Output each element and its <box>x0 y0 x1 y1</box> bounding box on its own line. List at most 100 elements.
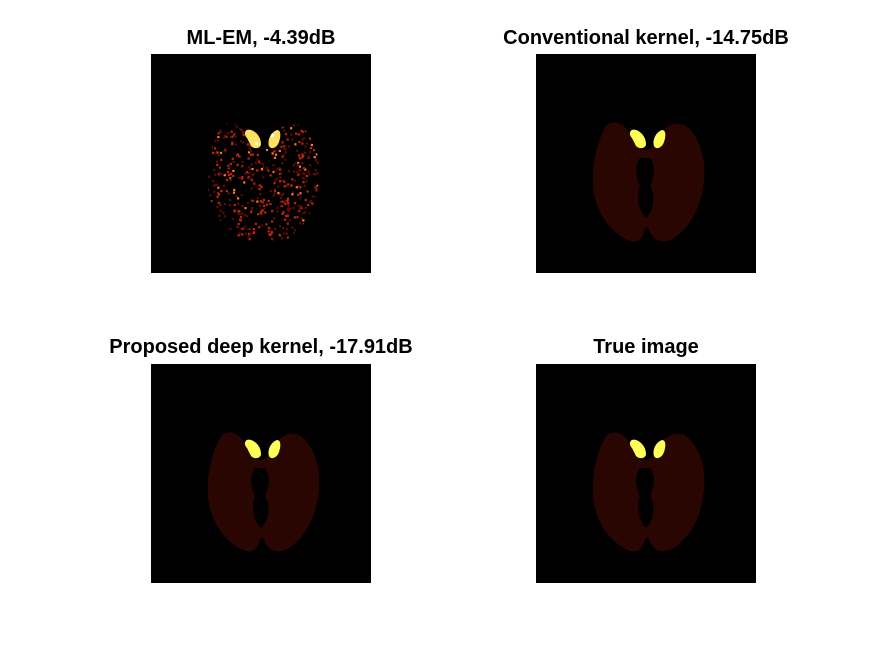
noise-speckle <box>304 198 307 202</box>
noise-speckle <box>269 174 272 177</box>
noise-speckle <box>240 177 244 180</box>
right-striatum-hotspot <box>653 440 666 459</box>
noise-speckle <box>259 184 262 187</box>
noise-speckle <box>293 179 296 182</box>
noise-speckle <box>217 132 220 135</box>
noise-speckle <box>215 183 218 186</box>
noise-speckle <box>314 186 317 189</box>
noise-speckle <box>263 207 266 210</box>
noise-speckle <box>300 129 303 132</box>
left-striatum-hotspot <box>629 129 646 149</box>
noise-speckle <box>294 202 297 205</box>
striatum-hotspots <box>629 439 666 459</box>
noise-speckle <box>291 138 294 141</box>
noise-speckle <box>251 153 254 156</box>
noise-speckle <box>309 147 312 150</box>
noise-speckle <box>275 153 278 156</box>
noise-speckle <box>241 130 244 133</box>
noise-speckle <box>241 227 244 230</box>
bright-speckle <box>271 134 274 137</box>
noise-speckle <box>250 163 253 166</box>
noise-speckle <box>244 172 247 175</box>
noise-speckle <box>267 226 271 230</box>
noise-speckle <box>299 205 302 208</box>
noise-speckle <box>314 159 317 162</box>
noise-speckle <box>278 180 281 183</box>
right-striatum-hotspot <box>653 130 666 149</box>
noise-speckle <box>303 172 306 175</box>
noise-speckle <box>299 197 302 200</box>
noise-speckle <box>217 201 220 204</box>
noise-speckle <box>257 213 260 216</box>
noise-speckle <box>281 227 284 230</box>
noise-speckle <box>247 157 250 160</box>
noise-speckle <box>230 172 233 175</box>
noise-speckle <box>217 186 220 189</box>
noise-speckle <box>246 215 249 218</box>
noise-speckle <box>260 224 263 227</box>
noise-speckle <box>225 122 228 124</box>
noise-speckle <box>229 198 232 202</box>
panel-image-proposed-deep-kernel <box>151 364 371 583</box>
noise-speckle <box>305 175 308 178</box>
noise-speckle <box>306 190 309 193</box>
noise-speckle <box>233 211 236 214</box>
noise-speckle <box>309 199 312 203</box>
noise-speckle <box>304 129 307 133</box>
noise-speckle <box>214 139 217 142</box>
noise-speckle <box>301 142 304 145</box>
noise-speckle <box>220 130 223 134</box>
noise-speckle <box>297 193 300 196</box>
noise-speckle <box>280 145 283 148</box>
noise-speckle <box>223 174 226 177</box>
noise-speckle <box>316 172 319 175</box>
noise-speckle <box>236 163 239 167</box>
noise-speckle <box>216 139 219 142</box>
noise-speckle <box>235 195 238 198</box>
noise-speckle <box>287 169 290 173</box>
noise-speckle <box>223 134 226 137</box>
noise-speckle <box>233 133 236 136</box>
proposed-deep-kernel-image <box>151 364 371 583</box>
noise-speckle <box>212 180 215 183</box>
noise-speckle <box>269 234 272 237</box>
noise-speckle <box>272 194 275 197</box>
noise-speckle <box>251 207 254 210</box>
noise-speckle <box>300 207 303 210</box>
noise-speckle <box>248 144 251 148</box>
noise-speckle <box>296 163 300 166</box>
noise-speckle <box>218 174 221 177</box>
noise-speckle <box>237 222 240 226</box>
noise-speckle <box>270 232 273 235</box>
noise-speckle <box>216 206 219 209</box>
noise-speckle <box>281 162 284 165</box>
noise-speckle <box>283 129 286 132</box>
noise-speckle <box>233 204 236 207</box>
noise-speckle <box>262 198 265 201</box>
noise-speckle <box>273 189 277 193</box>
noise-speckle <box>252 228 255 231</box>
noise-speckle <box>250 199 253 202</box>
bright-speckle <box>255 142 258 145</box>
noise-speckle <box>314 172 317 176</box>
noise-speckle <box>274 170 277 173</box>
noise-speckle <box>258 226 261 229</box>
noise-speckle <box>311 195 314 198</box>
noise-speckle <box>281 200 284 203</box>
noise-speckle <box>309 137 312 140</box>
noise-speckle <box>227 171 230 174</box>
noise-speckle <box>234 135 237 138</box>
noise-speckle <box>276 206 279 210</box>
noise-speckle <box>220 172 223 175</box>
noise-speckle <box>256 153 259 157</box>
noise-speckle <box>217 153 220 157</box>
noise-speckle <box>275 149 278 152</box>
noise-speckle <box>299 222 302 225</box>
noise-speckle <box>257 184 260 187</box>
noise-speckle <box>285 215 288 218</box>
noise-speckle <box>290 184 293 187</box>
panel-title-proposed-deep-kernel: Proposed deep kernel, -17.91dB <box>109 336 413 358</box>
noise-speckle <box>250 210 253 214</box>
noise-speckle <box>307 156 311 159</box>
noise-speckle <box>251 199 254 203</box>
